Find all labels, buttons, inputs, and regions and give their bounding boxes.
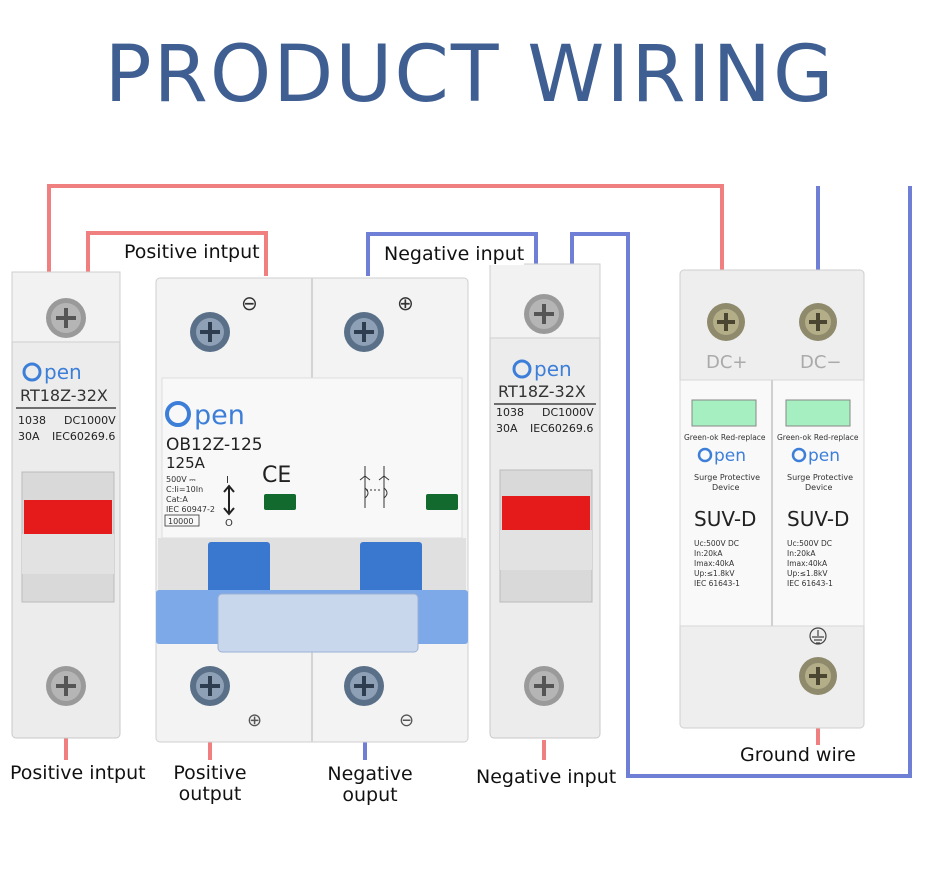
minus-terminal-icon: ⊖ (399, 710, 414, 731)
minus-terminal-icon: ⊖ (241, 291, 258, 315)
spd-device-label: Device (805, 483, 832, 492)
status-indicator (691, 399, 757, 427)
label-positive-input-top: Positive intput (124, 241, 260, 263)
breaker-toggle[interactable] (360, 542, 422, 594)
plus-terminal-icon: ⊕ (247, 710, 262, 731)
screw-icon (344, 666, 384, 706)
spd-spec: Imax:40kA (694, 559, 735, 568)
fuse-red-window (24, 500, 112, 534)
breaker-spec: C:Ii=10In (166, 485, 203, 494)
screw-icon (524, 666, 564, 706)
fuse-model: RT18Z-32X (498, 382, 586, 401)
breaker-spec: 500V ⎓ (166, 475, 196, 484)
wires (47, 184, 912, 778)
status-window (264, 494, 296, 510)
surge-protective-device: DC+ DC− Green-ok Red-replace Green-ok Re… (679, 269, 865, 729)
spd-spec: Imax:40kA (787, 559, 828, 568)
positive-wire-outer (47, 184, 724, 272)
screw-icon (344, 312, 384, 352)
label-positive-input-bottom: Positive intput (10, 762, 146, 784)
label-positive-output-line1: Positive (173, 762, 247, 784)
circuit-symbol-icon (359, 466, 390, 508)
logo-icon (22, 362, 42, 382)
fuse-spec: DC1000V (64, 414, 116, 427)
screw-icon (46, 666, 86, 706)
switch-arrow-icon (223, 484, 235, 516)
negative-wire-outer (570, 186, 912, 778)
fuse-spec: DC1000V (542, 406, 594, 419)
dc-minus-terminal: DC− (800, 352, 842, 373)
label-negative-output: Negative ouput (318, 764, 422, 806)
fuse-spec: 1038 (496, 406, 524, 419)
plus-terminal-icon: ⊕ (397, 291, 414, 315)
logo-icon (165, 401, 191, 427)
logo-icon (697, 447, 713, 463)
spd-spec: IEC 61643-1 (694, 579, 740, 588)
spd-spec: Uc:500V DC (787, 539, 832, 548)
spd-device-label: Surge Protective (694, 473, 760, 482)
breaker-spec: Cat:A (166, 495, 188, 504)
spd-spec: In:20kA (694, 549, 723, 558)
ground-symbol-icon (809, 627, 827, 645)
page-title: PRODUCT WIRING (104, 30, 836, 120)
fuse-spec: IEC60269.6 (52, 430, 115, 443)
screw-icon (190, 312, 230, 352)
positive-wire-inner (86, 231, 268, 276)
label-negative-input-bottom: Negative input (476, 766, 617, 788)
fuse-brand: pen (44, 360, 82, 384)
spd-brand: pen (714, 446, 746, 466)
switch-on-mark: I (226, 475, 229, 486)
screw-icon (799, 303, 837, 341)
spd-spec: Up:≤1.8kV (694, 569, 735, 578)
status-indicator (785, 399, 851, 427)
indicator-text: Green-ok Red-replace (684, 433, 766, 442)
spd-spec: Uc:500V DC (694, 539, 739, 548)
dc-plus-terminal: DC+ (706, 352, 748, 373)
screw-icon (707, 303, 745, 341)
breaker-toggle[interactable] (208, 542, 270, 594)
fuse-holder-right: pen RT18Z-32X 1038 DC1000V 30A IEC60269.… (489, 263, 601, 739)
fuse-model: RT18Z-32X (20, 386, 108, 405)
breaker-brand: pen (194, 400, 245, 431)
circuit-breaker: ⊖ ⊕ pen OB12Z-125 125A 500V ⎓ C:Ii=10In … (155, 277, 469, 743)
fuse-spec: 30A (496, 422, 518, 435)
label-negative-output-line1: Negative (327, 763, 413, 785)
breaker-model: OB12Z-125 (166, 435, 263, 455)
fuse-spec: 30A (18, 430, 40, 443)
fuse-spec: 1038 (18, 414, 46, 427)
breaker-rating: 125A (166, 454, 206, 472)
label-negative-output-line2: ouput (342, 784, 398, 806)
label-ground-wire: Ground wire (740, 744, 856, 766)
spd-spec: Up:≤1.8kV (787, 569, 828, 578)
spd-device-label: Surge Protective (787, 473, 853, 482)
switch-off-mark: O (225, 518, 233, 529)
spd-device-label: Device (712, 483, 739, 492)
breaker-spec: IEC 60947-2 (166, 505, 215, 514)
label-negative-input-top: Negative input (384, 243, 525, 265)
label-positive-output-line2: output (178, 783, 242, 805)
spd-model: SUV-D (694, 507, 756, 531)
logo-icon (791, 447, 807, 463)
negative-wire-inner (366, 232, 538, 276)
spd-spec: IEC 61643-1 (787, 579, 833, 588)
screw-icon (799, 657, 837, 695)
fuse-brand: pen (534, 357, 572, 381)
fuse-red-window (502, 496, 590, 530)
screw-icon (190, 666, 230, 706)
ce-mark-icon: CE (262, 463, 291, 488)
indicator-text: Green-ok Red-replace (777, 433, 859, 442)
label-positive-output: Positive output (160, 763, 260, 805)
breaker-spec: 10000 (168, 517, 193, 526)
spd-brand: pen (808, 446, 840, 466)
spd-spec: In:20kA (787, 549, 816, 558)
fuse-holder-left: pen RT18Z-32X 1038 DC1000V 30A IEC60269.… (11, 271, 121, 739)
screw-icon (46, 298, 86, 338)
status-window (426, 494, 458, 510)
fuse-spec: IEC60269.6 (530, 422, 593, 435)
logo-icon (512, 359, 532, 379)
screw-icon (524, 294, 564, 334)
spd-model: SUV-D (787, 507, 849, 531)
